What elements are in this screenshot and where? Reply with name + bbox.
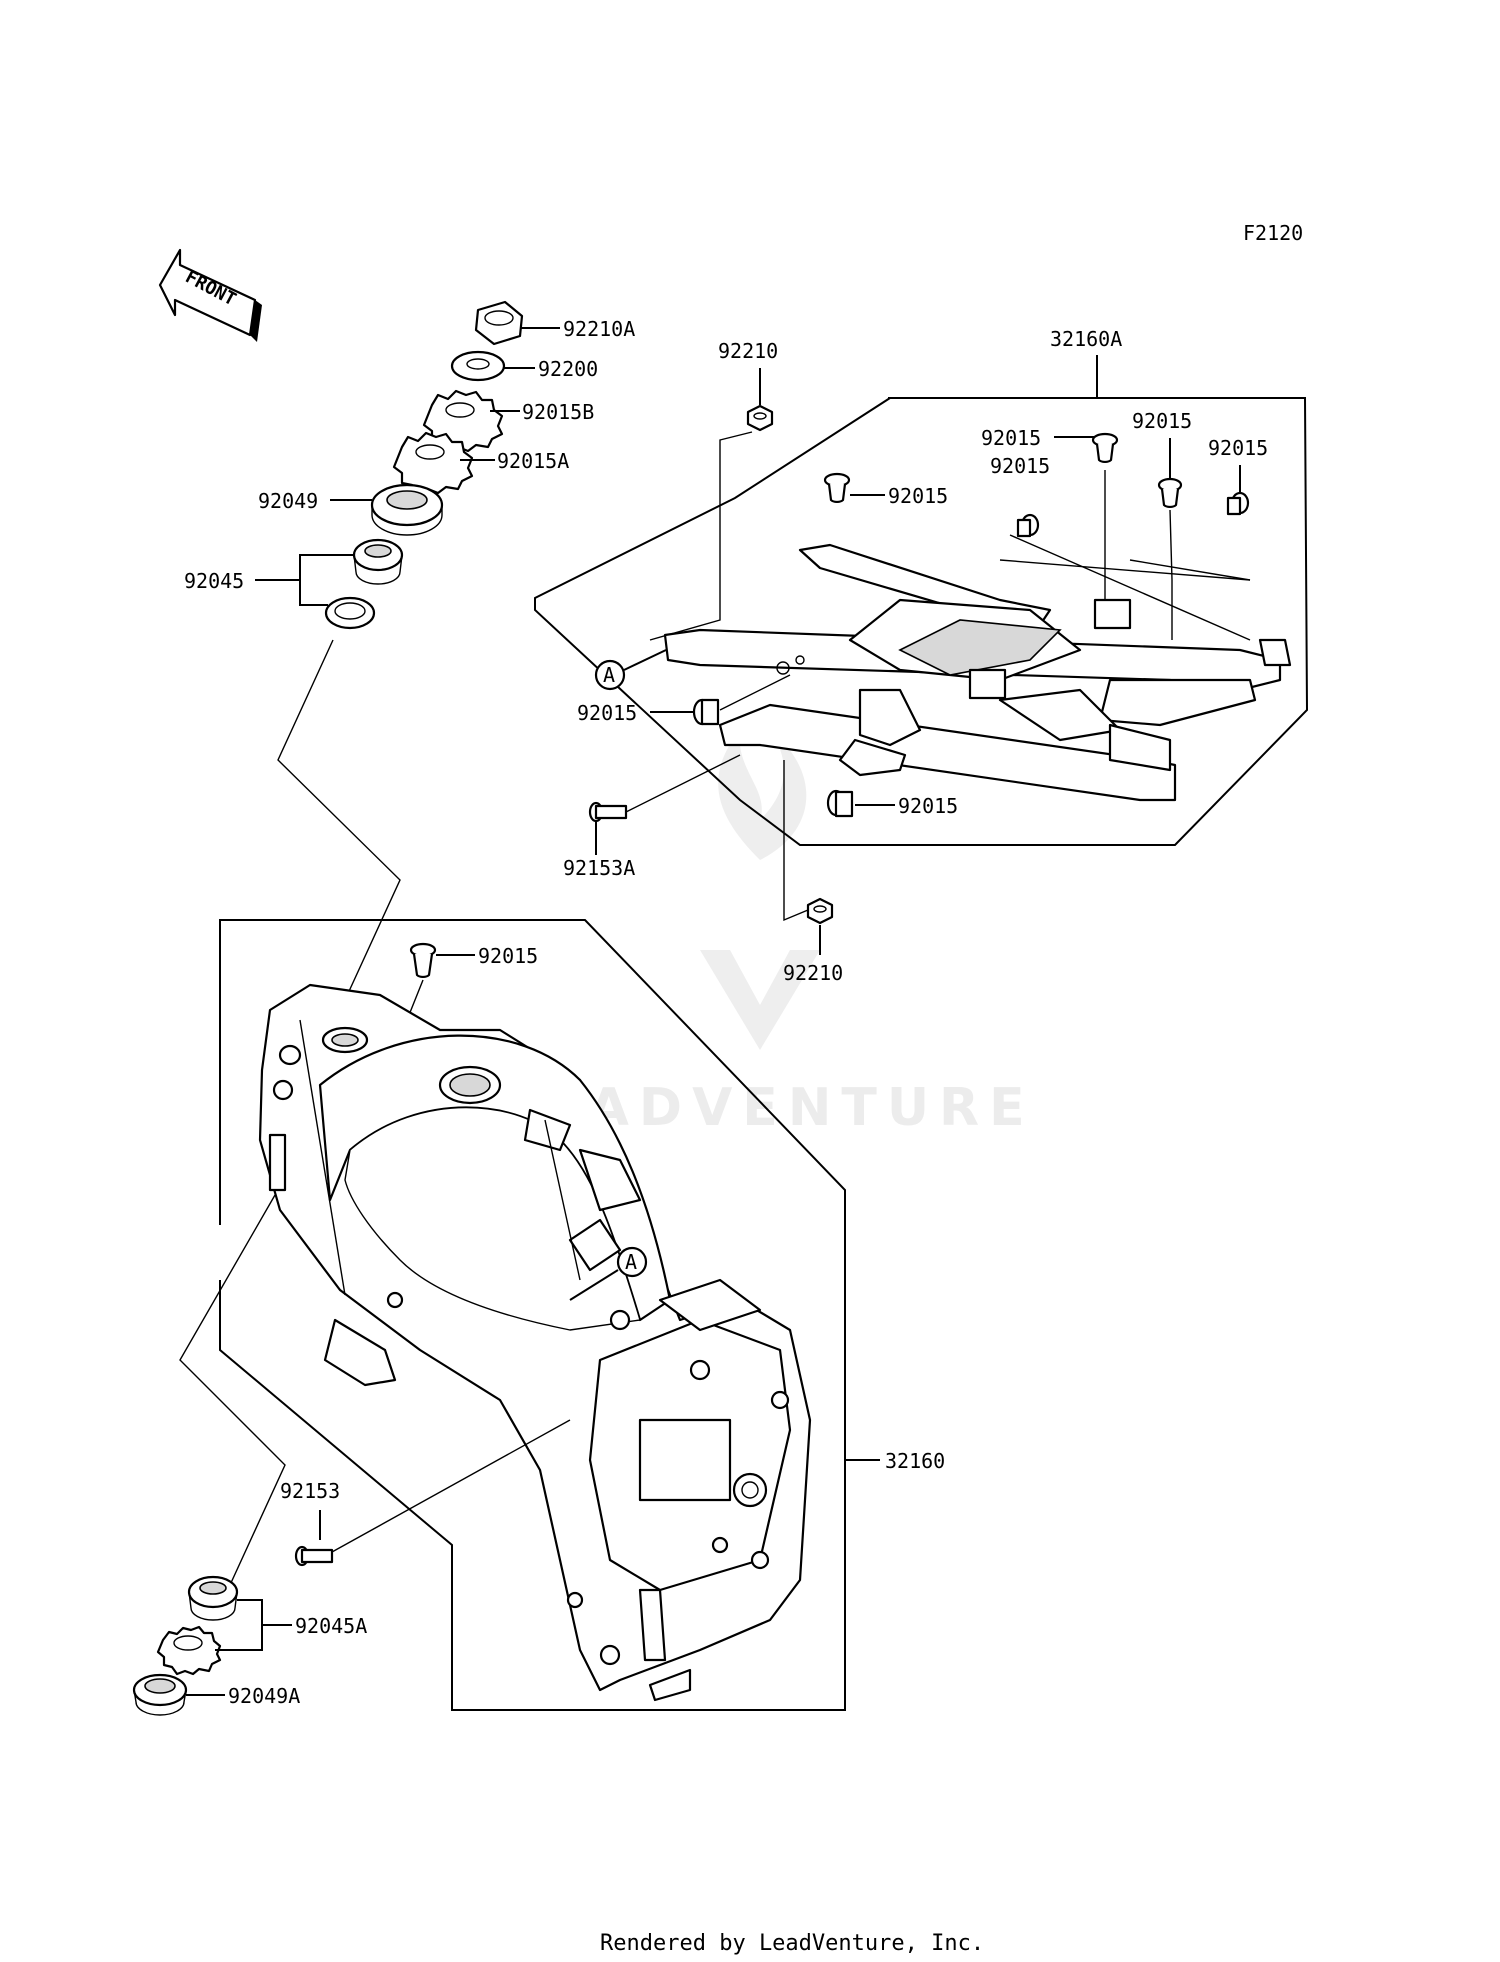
- label-92153: 92153: [280, 1479, 340, 1503]
- callout-a-subframe: A: [594, 659, 626, 691]
- grommet-92015-8: [409, 942, 437, 978]
- label-92049a: 92049A: [228, 1684, 300, 1708]
- label-92049: 92049: [258, 489, 318, 513]
- main-frame-32160: [258, 983, 812, 1702]
- watermark-logo: [700, 730, 820, 1050]
- svg-text:A: A: [625, 1250, 637, 1274]
- bolt-92153a: [588, 801, 628, 823]
- label-92015a: 92015A: [497, 449, 569, 473]
- seal-92049a: [132, 1673, 188, 1716]
- grommet-92015-2: [1157, 477, 1183, 508]
- front-arrow-icon: FRONT: [158, 248, 262, 342]
- main-frame-boundary: [219, 919, 846, 1711]
- label-92015-7: 92015: [577, 701, 637, 725]
- seal-92049: [370, 483, 444, 536]
- label-92015-3: 92015: [990, 454, 1050, 478]
- nut-92210-bottom: [806, 897, 834, 925]
- grommet-92015-5: [823, 472, 851, 503]
- label-92045: 92045: [184, 569, 244, 593]
- svg-text:A: A: [603, 663, 615, 687]
- bolt-92153: [294, 1545, 334, 1567]
- label-92015-6: 92015: [898, 794, 958, 818]
- bearing-92045a-upper: [187, 1575, 239, 1621]
- grommet-92015-6b: [826, 789, 854, 818]
- label-92015-1: 92015: [981, 426, 1041, 450]
- subframe-boundary: [534, 397, 1309, 846]
- label-32160a: 32160A: [1050, 327, 1122, 351]
- label-92015b: 92015B: [522, 400, 594, 424]
- washer-92200: [450, 350, 506, 382]
- diagram-code: F2120: [1243, 221, 1303, 245]
- label-92153a: 92153A: [563, 856, 635, 880]
- label-92210-bottom: 92210: [783, 961, 843, 985]
- bearing-92045-lower: [324, 596, 376, 630]
- label-92015-4: 92015: [1208, 436, 1268, 460]
- label-92210-top: 92210: [718, 339, 778, 363]
- label-92200: 92200: [538, 357, 598, 381]
- nut-92210-top: [746, 404, 774, 432]
- bearing-92045a-lower: [156, 1625, 222, 1676]
- label-92015-5: 92015: [888, 484, 948, 508]
- grommet-92015-1: [1091, 432, 1119, 463]
- label-92015-2: 92015: [1132, 409, 1192, 433]
- nut-92210a: [474, 300, 524, 346]
- footer-credit: Rendered by LeadVenture, Inc.: [600, 1931, 984, 1956]
- grommet-92015-4: [1226, 491, 1250, 516]
- label-92045a: 92045A: [295, 1614, 367, 1638]
- label-92210a: 92210A: [563, 317, 635, 341]
- grommet-92015-6: [1016, 513, 1040, 538]
- grommet-92015-7: [692, 698, 720, 726]
- label-32160: 32160: [885, 1449, 945, 1473]
- label-92015-8: 92015: [478, 944, 538, 968]
- callout-a-frame: A: [616, 1246, 648, 1278]
- subframe-32160a: [663, 543, 1292, 802]
- bearing-92045-upper: [352, 538, 404, 585]
